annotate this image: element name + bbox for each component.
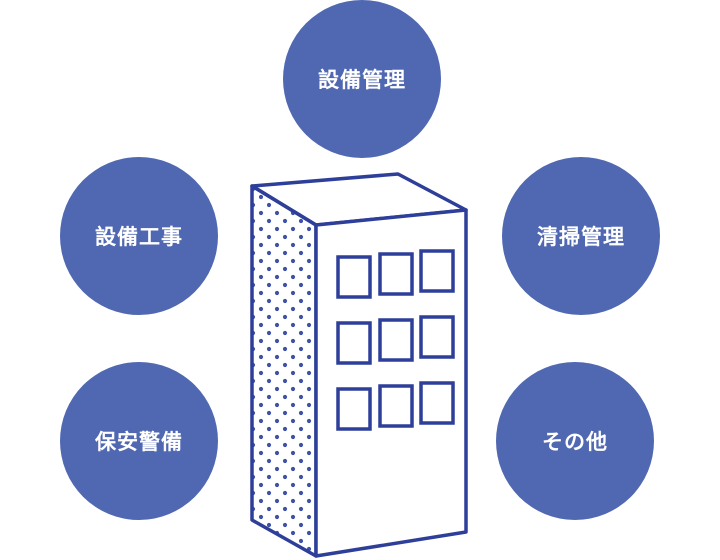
building-window [419, 381, 455, 425]
service-circle-top: 設備管理 [283, 0, 441, 158]
service-label-right-upper: 清掃管理 [537, 225, 625, 249]
service-circle-left-lower: 保安警備 [60, 362, 218, 520]
building-window [336, 321, 372, 365]
service-label-top: 設備管理 [318, 68, 406, 92]
service-circle-left-upper: 設備工事 [60, 157, 218, 315]
building-window [378, 252, 414, 296]
service-circle-right-upper: 清掃管理 [502, 157, 660, 315]
building-window [378, 384, 414, 428]
service-label-left-upper: 設備工事 [95, 225, 183, 249]
service-circle-right-lower: その他 [496, 362, 654, 520]
building-window [336, 387, 372, 431]
building-window [419, 315, 455, 359]
building-window [378, 318, 414, 362]
service-label-left-lower: 保安警備 [95, 430, 183, 454]
building-window [419, 249, 455, 293]
building-side-wall [250, 184, 318, 558]
service-label-right-lower: その他 [542, 430, 608, 454]
building-window [336, 255, 372, 299]
